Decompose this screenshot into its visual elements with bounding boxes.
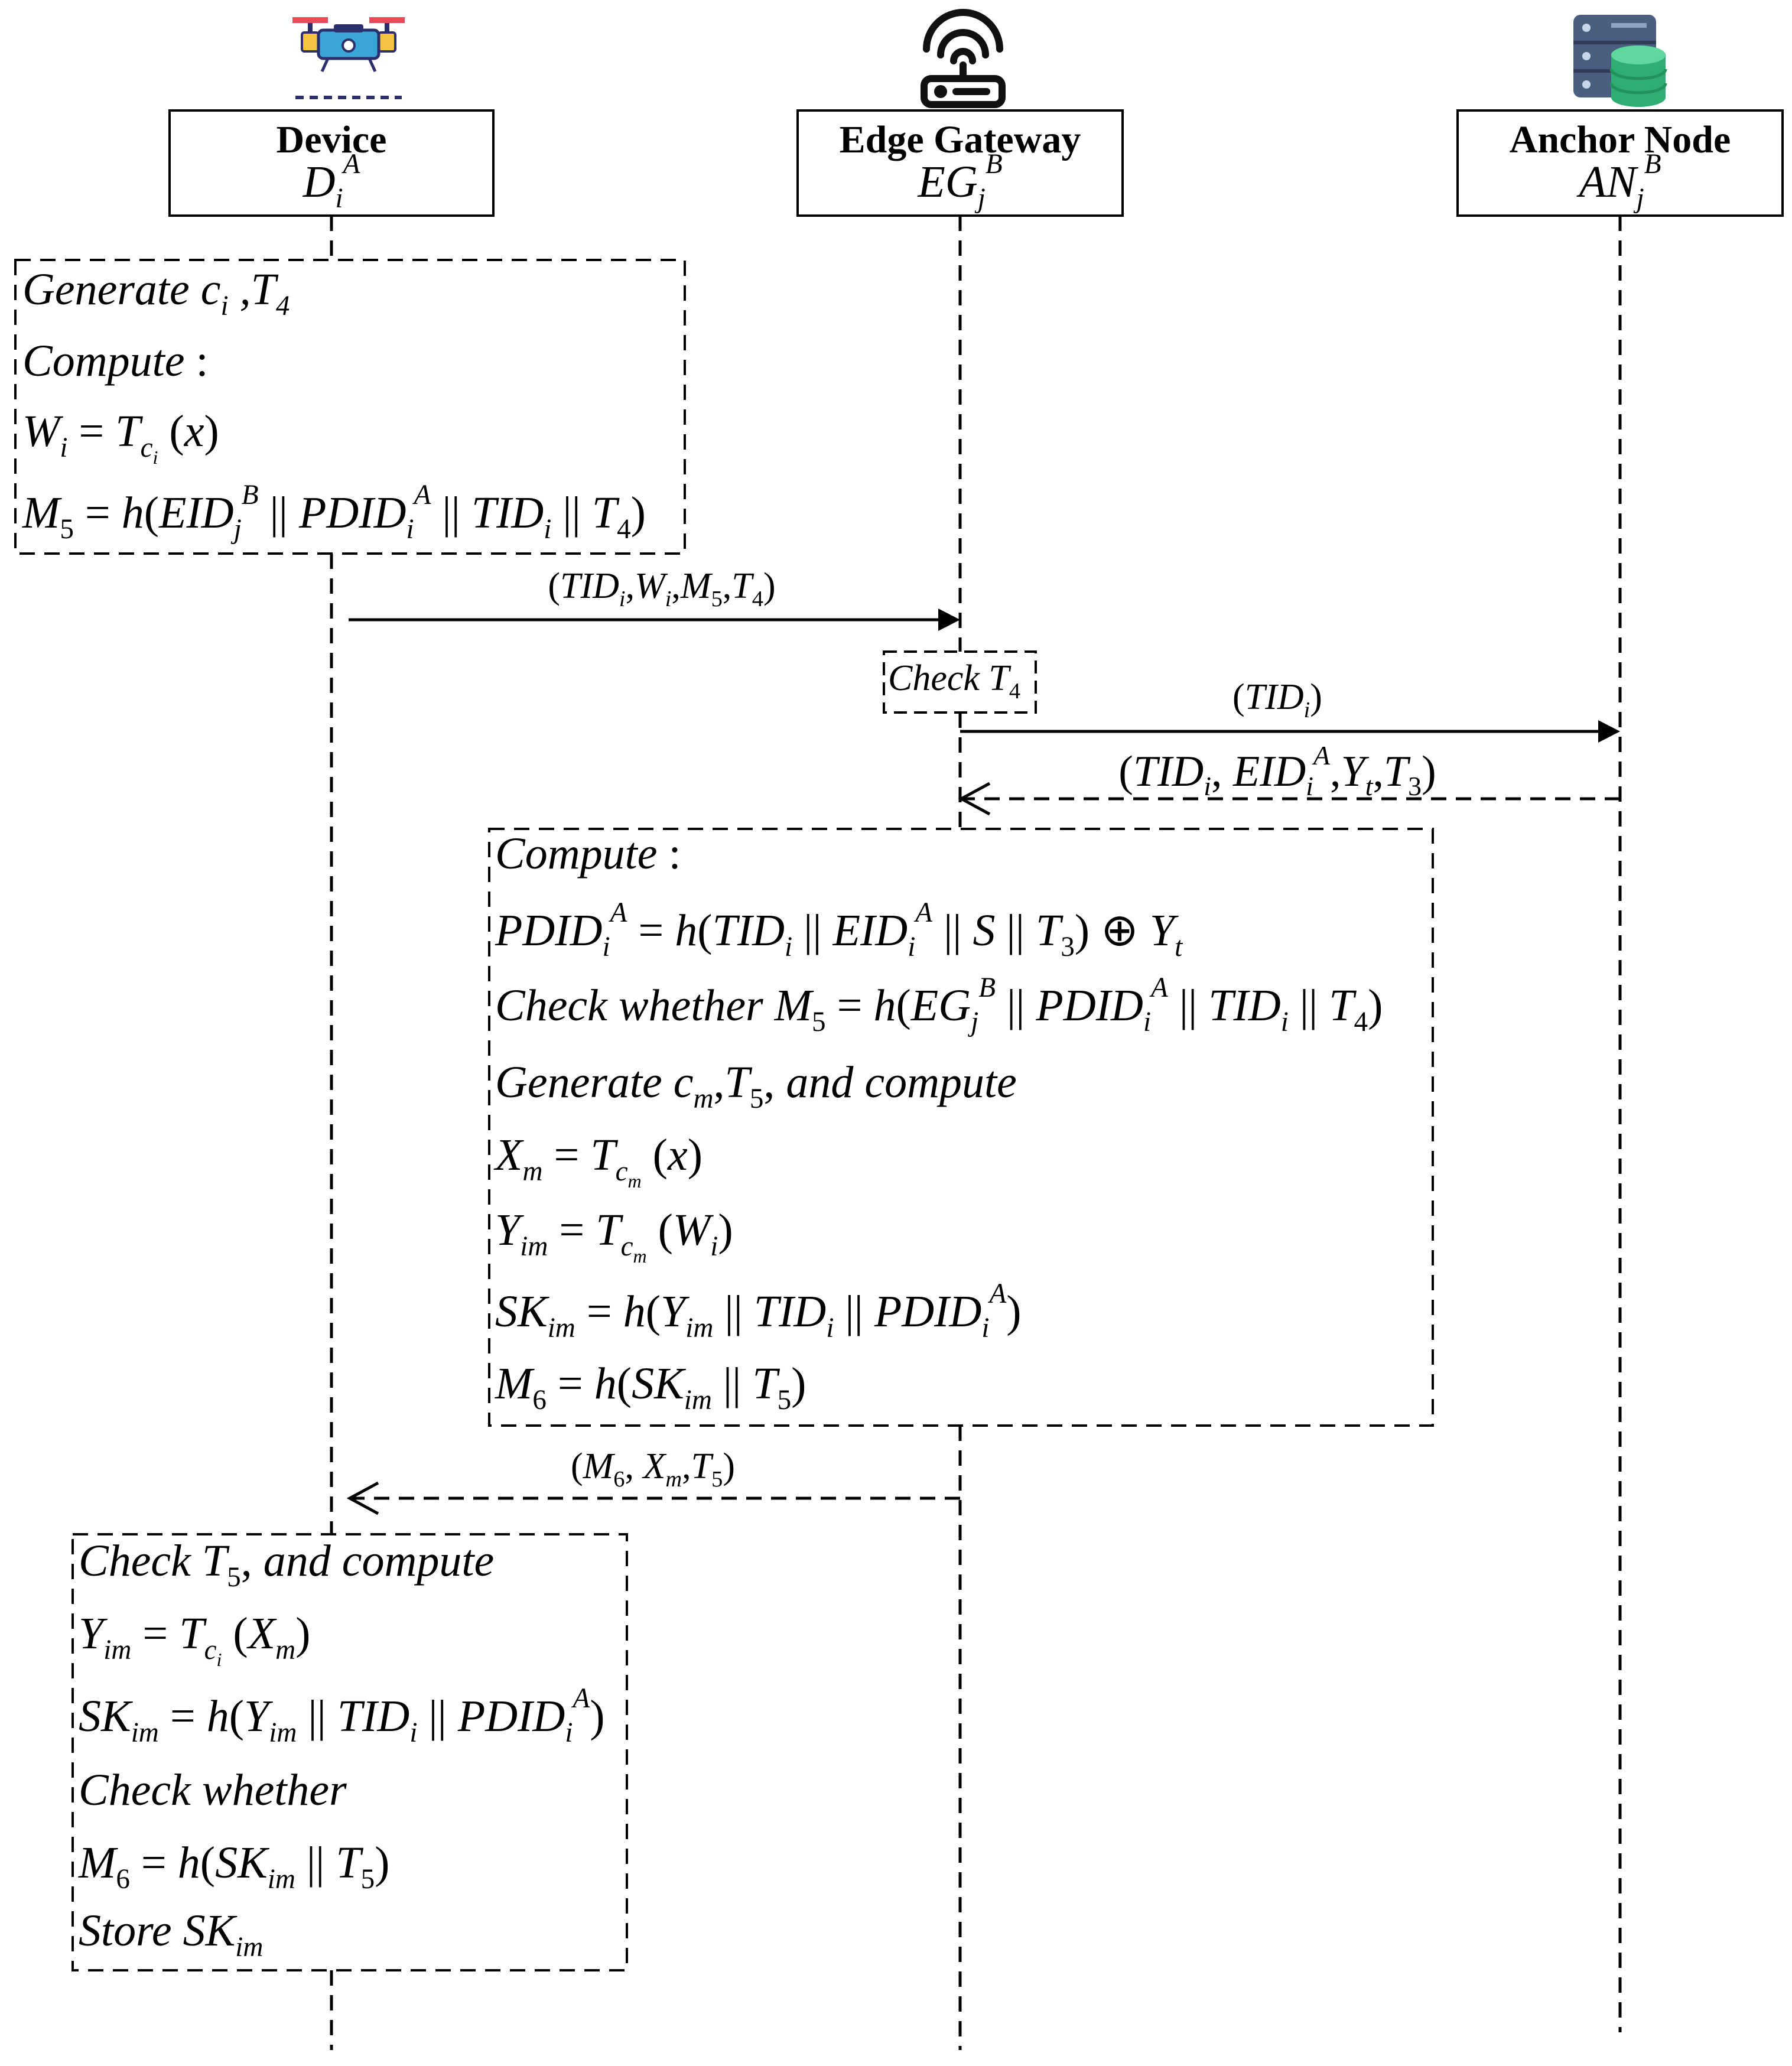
server-database-icon bbox=[1573, 15, 1667, 107]
math-line: Yim = Tcm (Wi) bbox=[495, 1205, 733, 1267]
math-line: Store SKim bbox=[79, 1906, 263, 1963]
math-line: Check whether M5 = h(EGjB || PDIDiA || T… bbox=[495, 972, 1383, 1037]
check-label: Check T4 bbox=[888, 658, 1020, 704]
math-line: M6 = h(SKim || T5) bbox=[78, 1838, 389, 1895]
participant-name: Edge Gateway bbox=[840, 118, 1081, 161]
math-line: Check whether bbox=[79, 1765, 347, 1815]
math-line: M5 = h(EIDjB || PDIDiA || TIDi || T4) bbox=[22, 480, 646, 545]
device-compute-block-2: Check T5, and compute Yim = Tci (Xm) SKi… bbox=[71, 1533, 628, 1971]
math-line: SKim = h(Yim || TIDi || PDIDiA) bbox=[79, 1683, 605, 1748]
math-line: Check T5, and compute bbox=[79, 1536, 494, 1593]
message-label: (TIDi) bbox=[1232, 677, 1322, 723]
message-gateway-to-anchor: (TIDi) bbox=[960, 677, 1620, 743]
lifelines bbox=[330, 216, 1622, 2050]
participant-name: Anchor Node bbox=[1510, 118, 1731, 161]
message-device-to-gateway: (TIDi,Wi,M5,T4) bbox=[349, 566, 960, 631]
device-compute-block-1: Generate ci ,T4 Compute : Wi = Tci (x) M… bbox=[14, 259, 686, 555]
gateway-check-box: Check T4 bbox=[883, 650, 1037, 714]
math-line: PDIDiA = h(TIDi || EIDiA || S || T3) ⊕ Y… bbox=[495, 897, 1183, 962]
message-label: (TIDi,Wi,M5,T4) bbox=[548, 566, 775, 611]
math-line: Compute : bbox=[22, 336, 209, 386]
message-label: (M6, Xm,T5) bbox=[571, 1446, 735, 1492]
router-icon bbox=[921, 9, 1006, 108]
message-label: (TIDi, EIDiA,Yt,T3) bbox=[1118, 740, 1436, 801]
participant-device: Device DiA bbox=[168, 109, 495, 217]
participant-edge-gateway: Edge Gateway EGjB bbox=[796, 109, 1124, 217]
participant-name: Device bbox=[277, 118, 387, 161]
message-gateway-to-device: (M6, Xm,T5) bbox=[346, 1446, 960, 1515]
math-line: M6 = h(SKim || T5) bbox=[495, 1359, 806, 1416]
message-anchor-to-gateway: (TIDi, EIDiA,Yt,T3) bbox=[958, 740, 1620, 816]
math-line: SKim = h(Yim || TIDi || PDIDiA) bbox=[495, 1278, 1022, 1343]
gateway-compute-block: Compute : PDIDiA = h(TIDi || EIDiA || S … bbox=[488, 828, 1434, 1427]
math-line: Generate ci ,T4 bbox=[22, 265, 290, 321]
math-line: Compute : bbox=[495, 829, 681, 879]
participant-anchor-node: Anchor Node ANjB bbox=[1456, 109, 1784, 217]
drone-icon bbox=[292, 17, 405, 99]
